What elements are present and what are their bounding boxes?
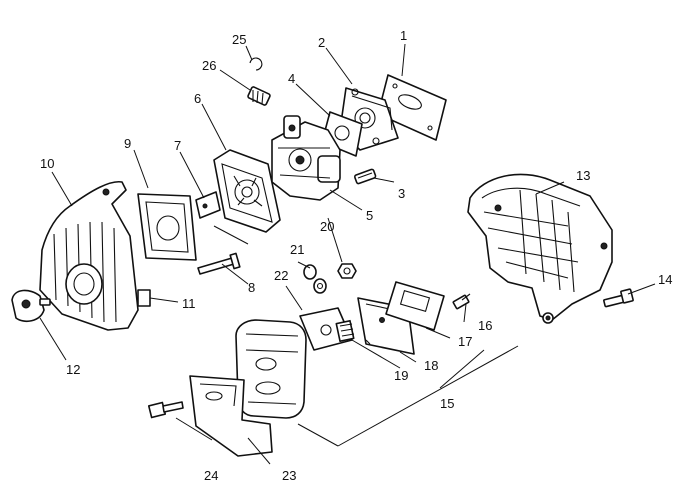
callout-4: 4 <box>288 71 295 86</box>
part-9-filter <box>137 193 197 261</box>
callout-19: 19 <box>394 368 408 383</box>
part-23-muffler-cover <box>189 375 273 457</box>
part-15-muffler <box>235 319 307 419</box>
callout-9: 9 <box>124 136 131 151</box>
part-11-label <box>137 289 151 307</box>
part-24-screw <box>147 401 184 419</box>
callout-14: 14 <box>658 272 672 287</box>
part-3-screw <box>353 168 377 185</box>
part-7-plate <box>195 191 221 219</box>
callout-15: 15 <box>440 396 454 411</box>
callout-25: 25 <box>232 32 246 47</box>
part-19-screen <box>335 319 355 343</box>
part-17-gasket <box>385 281 445 331</box>
part-20-nut <box>337 263 357 279</box>
callout-12: 12 <box>66 362 80 377</box>
callout-18: 18 <box>424 358 438 373</box>
callout-21: 21 <box>290 242 304 257</box>
part-8-bolt <box>197 252 241 275</box>
callout-23: 23 <box>282 468 296 483</box>
part-13-engine-shroud <box>467 173 613 324</box>
callout-13: 13 <box>576 168 590 183</box>
part-10-cover <box>39 181 139 331</box>
callout-17: 17 <box>458 334 472 349</box>
callout-6: 6 <box>194 91 201 106</box>
leader-lines <box>39 43 656 465</box>
callout-7: 7 <box>174 138 181 153</box>
callout-20: 20 <box>320 219 334 234</box>
part-14-bolt <box>603 288 634 308</box>
callout-10: 10 <box>40 156 54 171</box>
callout-26: 26 <box>202 58 216 73</box>
callout-8: 8 <box>248 280 255 295</box>
part-12-knob <box>11 289 51 323</box>
part-6-air-box <box>213 149 281 233</box>
callout-1: 1 <box>400 28 407 43</box>
callout-5: 5 <box>366 208 373 223</box>
callout-11: 11 <box>182 296 196 311</box>
callout-labels: 1 2 3 4 5 6 7 8 9 10 11 12 13 14 15 16 1… <box>40 28 672 483</box>
part-5-carburetor <box>271 115 341 201</box>
part-21-washers <box>303 264 327 294</box>
callout-22: 22 <box>274 268 288 283</box>
callout-24: 24 <box>204 468 218 483</box>
callout-3: 3 <box>398 186 405 201</box>
part-16-bolt <box>452 293 471 310</box>
callout-16: 16 <box>478 318 492 333</box>
part-25-clip <box>249 57 263 71</box>
part-26-fitting <box>247 86 271 106</box>
callout-2: 2 <box>318 35 325 50</box>
